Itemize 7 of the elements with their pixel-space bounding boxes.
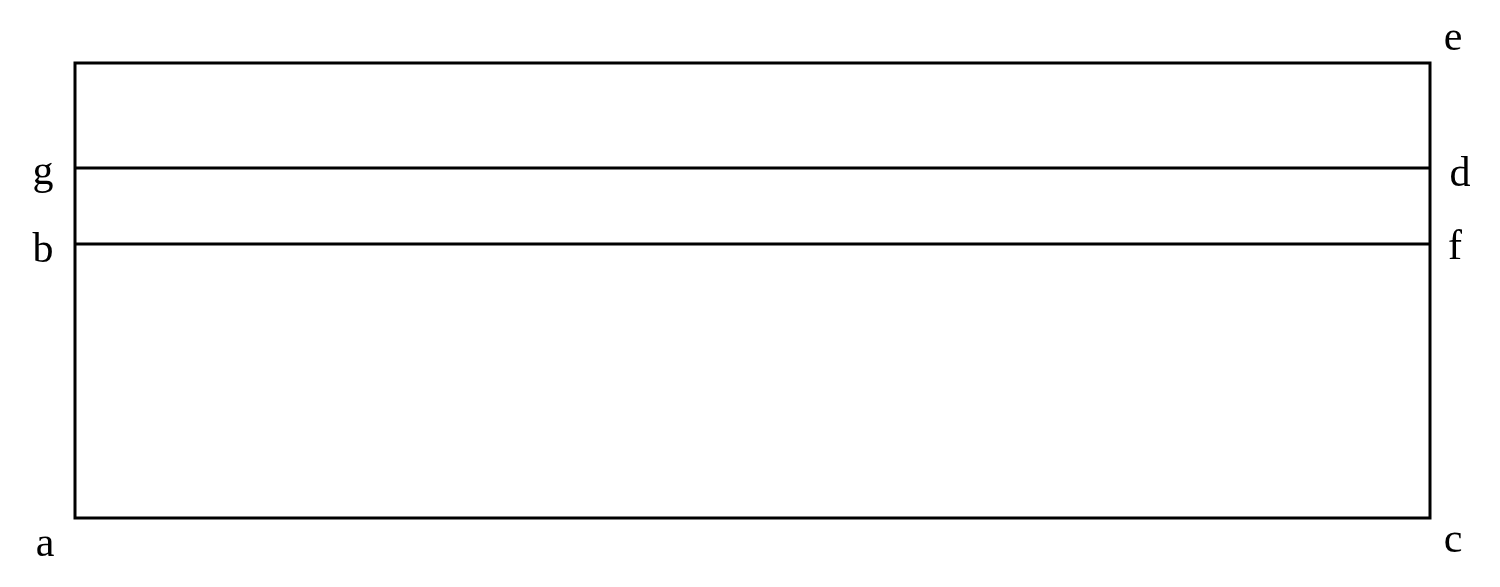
point-label: c	[1443, 517, 1463, 559]
point-label: e	[1443, 15, 1463, 57]
point-label: g	[32, 149, 54, 191]
point-label: a	[35, 521, 55, 563]
point-label: d	[1449, 151, 1471, 193]
point-label: b	[32, 227, 54, 269]
point-label: f	[1448, 224, 1462, 266]
